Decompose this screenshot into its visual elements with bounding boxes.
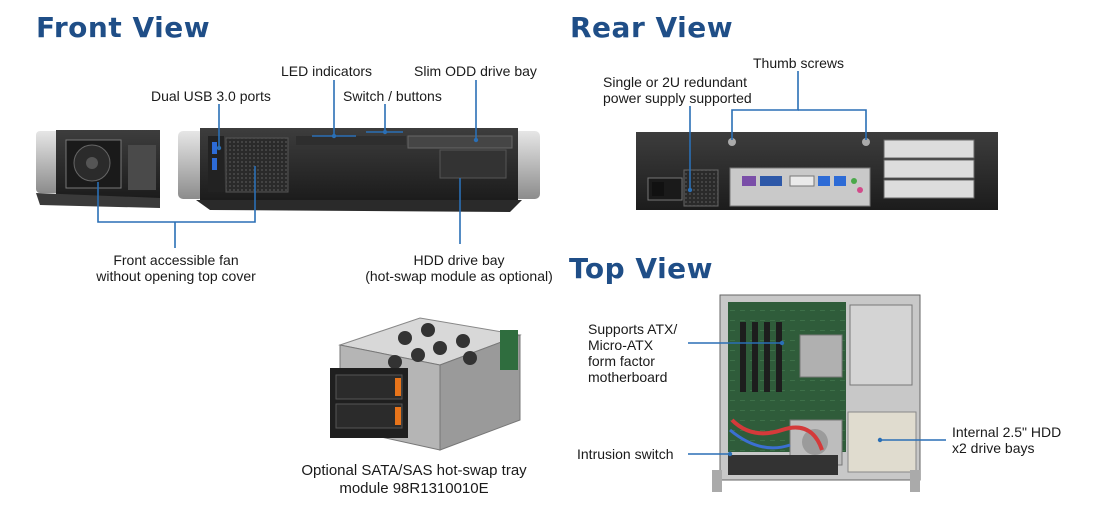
label-atx-line4: motherboard xyxy=(588,369,668,385)
leader-thumb xyxy=(731,71,799,140)
front-view-heading: Front View xyxy=(36,11,211,44)
rear-view-heading: Rear View xyxy=(570,11,734,44)
tray-caption-line2: module 98R1310010E xyxy=(339,480,489,497)
label-led-indicators: LED indicators xyxy=(281,63,373,79)
top-view-heading: Top View xyxy=(569,252,714,285)
label-slim-odd: Slim ODD drive bay xyxy=(414,63,537,79)
leader-dots xyxy=(216,129,883,457)
label-internal-hdd: Internal 2.5" HDD x2 drive bays xyxy=(952,424,1061,456)
tray-caption-line1: Optional SATA/SAS hot-swap tray xyxy=(301,462,527,479)
label-usb-ports: Dual USB 3.0 ports xyxy=(151,88,271,104)
top-chassis-image xyxy=(712,294,921,492)
label-psu-line2: power supply supported xyxy=(603,90,752,106)
rear-chassis-image xyxy=(636,132,998,210)
label-intrusion-switch: Intrusion switch xyxy=(577,446,674,462)
label-front-fan-line2: without opening top cover xyxy=(96,268,256,284)
label-atx-line3: form factor xyxy=(588,353,655,369)
leader-fan xyxy=(97,166,256,223)
label-thumb-screws: Thumb screws xyxy=(753,55,845,71)
label-atx-line1: Supports ATX/ xyxy=(588,321,678,337)
label-psu: Single or 2U redundant power supply supp… xyxy=(603,74,752,106)
label-internal-hdd-line1: Internal 2.5" HDD xyxy=(952,424,1062,440)
label-front-fan: Front accessible fan without opening top… xyxy=(80,252,272,284)
label-atx-line2: Micro-ATX xyxy=(588,337,654,353)
front-chassis-image xyxy=(178,128,540,212)
label-hdd-bay-line2: (hot-swap module as optional) xyxy=(365,268,553,284)
label-hdd-bay: HDD drive bay (hot-swap module as option… xyxy=(352,252,566,284)
hot-swap-tray-image xyxy=(330,317,522,451)
label-internal-hdd-line2: x2 drive bays xyxy=(952,440,1035,456)
label-psu-line1: Single or 2U redundant xyxy=(603,74,747,90)
label-switch-buttons: Switch / buttons xyxy=(343,88,442,104)
tray-caption: Optional SATA/SAS hot-swap tray module 9… xyxy=(282,462,546,498)
label-hdd-bay-line1: HDD drive bay xyxy=(413,252,505,268)
label-atx-support: Supports ATX/ Micro-ATX form factor moth… xyxy=(588,321,677,385)
label-front-fan-line1: Front accessible fan xyxy=(113,252,239,268)
leader-thumb-2 xyxy=(798,109,867,140)
